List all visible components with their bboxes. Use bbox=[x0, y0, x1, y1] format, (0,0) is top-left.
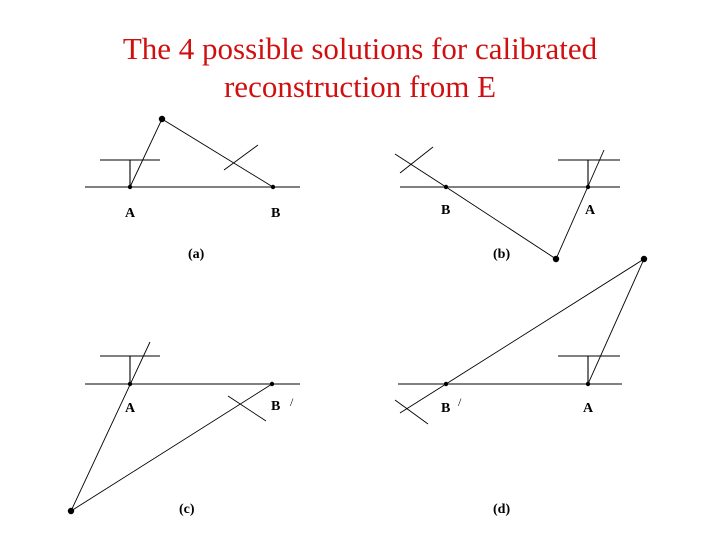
ray-d-camera-a bbox=[587, 258, 645, 385]
point-d-3d bbox=[640, 255, 648, 263]
ray-b-camera-a bbox=[555, 149, 605, 260]
point-b-3d bbox=[552, 255, 560, 263]
center-a-camera-b bbox=[270, 184, 276, 190]
label-a-camera-b: B bbox=[271, 206, 280, 221]
ray-b-camera-b bbox=[445, 186, 557, 260]
center-d-camera-b bbox=[443, 381, 449, 387]
prime-c-camera-b: / bbox=[290, 395, 294, 409]
center-d-camera-a bbox=[585, 381, 591, 387]
caption-d: (d) bbox=[493, 502, 510, 517]
ray-d-camera-b bbox=[445, 258, 645, 385]
label-a-camera-a: A bbox=[125, 206, 136, 221]
title-line-1: The 4 possible solutions for calibrated bbox=[122, 31, 598, 66]
panel-d: B / A (d) bbox=[394, 255, 648, 517]
ray-c-camera-a bbox=[70, 341, 151, 512]
label-c-camera-b: B bbox=[271, 399, 280, 414]
center-b-camera-b bbox=[443, 184, 449, 190]
center-c-camera-b bbox=[269, 381, 275, 387]
center-c-camera-a bbox=[127, 381, 133, 387]
tick-c-camera-b bbox=[227, 395, 267, 422]
tick-b-camera-b bbox=[399, 146, 434, 174]
panel-a: A B (a) bbox=[85, 115, 300, 262]
label-b-camera-a: A bbox=[585, 203, 596, 218]
label-c-camera-a: A bbox=[125, 401, 136, 416]
ray-c-camera-b bbox=[70, 383, 273, 512]
ray-b-camera-b-back bbox=[394, 153, 447, 188]
panel-c: A B / (c) bbox=[67, 341, 300, 517]
center-a-camera-a bbox=[127, 184, 133, 190]
panel-b: B A (b) bbox=[394, 146, 620, 263]
tick-d-camera-b bbox=[394, 399, 429, 425]
slide-title: The 4 possible solutions for calibrated … bbox=[0, 30, 720, 106]
title-line-2: reconstruction from E bbox=[223, 69, 497, 104]
label-d-camera-b: B bbox=[441, 401, 450, 416]
caption-c: (c) bbox=[179, 502, 195, 517]
ray-a-camera-b bbox=[161, 118, 274, 188]
label-d-camera-a: A bbox=[583, 401, 594, 416]
prime-d-camera-b: / bbox=[458, 395, 462, 409]
ray-a-camera-a bbox=[129, 118, 163, 188]
caption-b: (b) bbox=[493, 247, 510, 262]
label-b-camera-b: B bbox=[441, 203, 450, 218]
ray-d-camera-b-back bbox=[399, 383, 447, 414]
center-b-camera-a bbox=[585, 184, 591, 190]
point-a-3d bbox=[158, 115, 166, 123]
caption-a: (a) bbox=[188, 247, 205, 262]
point-c-3d bbox=[67, 507, 75, 515]
tick-a-camera-b bbox=[223, 144, 259, 171]
